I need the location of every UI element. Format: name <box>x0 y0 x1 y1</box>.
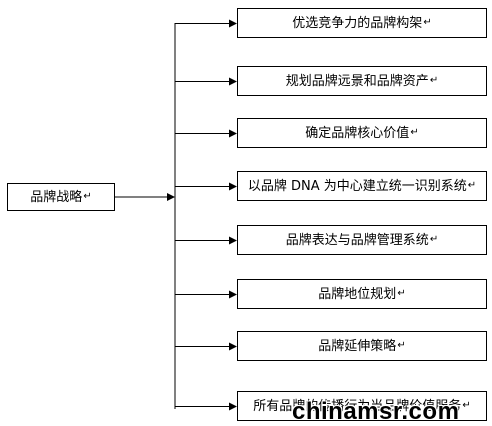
root-label: 品牌战略 <box>30 189 83 205</box>
branch-node: 品牌表达与品牌管理系统↵ <box>237 225 487 255</box>
root-node: 品牌战略↵ <box>7 183 115 211</box>
paragraph-mark-icon: ↵ <box>397 288 406 299</box>
branch-label: 所有品牌的传播行为当品牌价值服务 <box>253 398 462 414</box>
branch-node: 以品牌 DNA 为中心建立统一识别系统↵ <box>237 171 487 201</box>
branch-node: 优选竞争力的品牌构架↵ <box>237 8 487 38</box>
branch-node: 品牌延伸策略↵ <box>237 331 487 361</box>
paragraph-mark-icon: ↵ <box>83 191 92 202</box>
paragraph-mark-icon: ↵ <box>410 127 419 138</box>
paragraph-mark-icon: ↵ <box>467 180 477 191</box>
branch-label: 确定品牌核心价值 <box>305 125 410 141</box>
branch-label: 优选竞争力的品牌构架 <box>292 15 423 31</box>
branch-node: 所有品牌的传播行为当品牌价值服务↵ <box>237 391 487 421</box>
branch-node: 品牌地位规划↵ <box>237 279 487 309</box>
paragraph-mark-icon: ↵ <box>462 400 471 411</box>
branch-node: 确定品牌核心价值↵ <box>237 118 487 148</box>
paragraph-mark-icon: ↵ <box>429 75 439 86</box>
paragraph-mark-icon: ↵ <box>429 234 439 245</box>
branch-label: 规划品牌远景和品牌资产 <box>285 73 429 89</box>
branch-label: 品牌延伸策略 <box>318 338 397 354</box>
branch-label: 以品牌 DNA 为中心建立统一识别系统 <box>247 178 467 194</box>
branch-label: 品牌表达与品牌管理系统 <box>285 232 429 248</box>
paragraph-mark-icon: ↵ <box>397 340 406 351</box>
watermark: chinamsr.com <box>292 398 460 425</box>
branch-label: 品牌地位规划 <box>318 286 397 302</box>
branch-node: 规划品牌远景和品牌资产↵ <box>237 66 487 96</box>
paragraph-mark-icon: ↵ <box>423 17 432 28</box>
